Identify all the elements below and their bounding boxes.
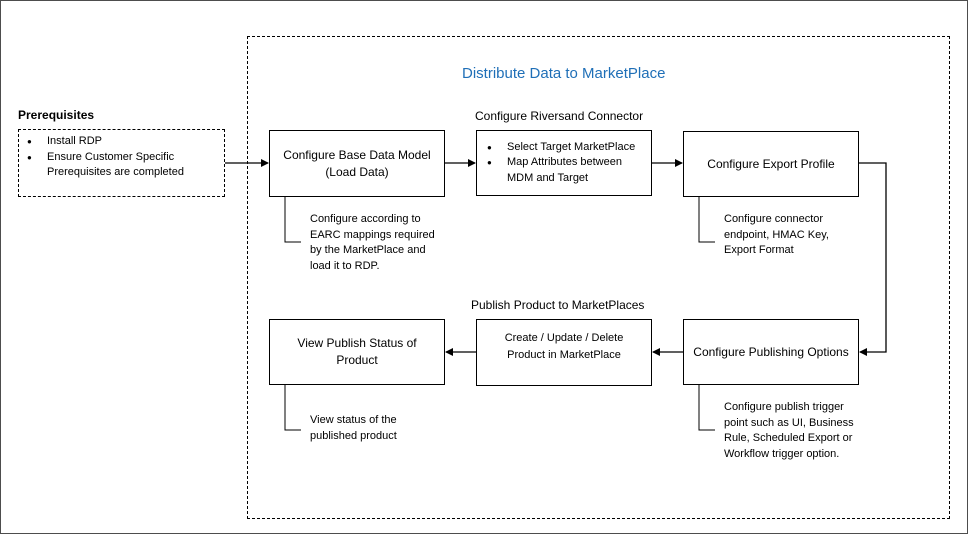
export-profile-note: Configure connector endpoint, HMAC Key, …	[724, 213, 829, 256]
configure-publishing-options-box: Configure Publishing Options	[683, 319, 859, 385]
callout-base-note	[284, 197, 301, 243]
view-status-note: View status of the published product	[310, 414, 397, 442]
prerequisite-item: Install RDP	[25, 134, 218, 150]
diagram-title: Distribute Data to MarketPlace	[462, 65, 666, 82]
prerequisites-list: Install RDP Ensure Customer Specific Pre…	[25, 134, 218, 181]
configure-base-data-model-box: Configure Base Data Model (Load Data)	[269, 130, 445, 197]
arrow-export-to-publishing	[859, 162, 887, 356]
configure-publishing-options-label: Configure Publishing Options	[693, 344, 849, 359]
connector-item: Map Attributes between MDM and Target	[485, 155, 645, 186]
riversand-connector-list: Select Target MarketPlace Map Attributes…	[485, 140, 645, 187]
callout-export-note	[698, 197, 715, 243]
publishing-options-note: Configure publish trigger point such as …	[724, 401, 854, 460]
riversand-connector-heading: Configure Riversand Connector	[475, 109, 644, 123]
riversand-connector-box: Select Target MarketPlace Map Attributes…	[476, 130, 652, 196]
configure-export-profile-box: Configure Export Profile	[683, 131, 859, 197]
create-update-delete-box: Create / Update / Delete Product in Mark…	[476, 319, 652, 386]
configure-base-note: Configure according to EARC mappings req…	[310, 213, 435, 272]
prerequisite-item: Ensure Customer Specific Prerequisites a…	[25, 150, 218, 181]
callout-publishing-note	[698, 385, 715, 431]
view-publish-status-box: View Publish Status of Product	[269, 319, 445, 385]
publish-product-heading: Publish Product to MarketPlaces	[471, 298, 645, 312]
distribute-container	[247, 36, 950, 519]
create-update-delete-label: Create / Update / Delete Product in Mark…	[504, 332, 624, 361]
configure-export-profile-label: Configure Export Profile	[707, 156, 835, 171]
prerequisites-heading: Prerequisites	[18, 108, 95, 122]
prerequisites-box: Install RDP Ensure Customer Specific Pre…	[18, 129, 225, 197]
configure-base-data-model-label: Configure Base Data Model (Load Data)	[283, 147, 431, 179]
view-publish-status-label: View Publish Status of Product	[297, 336, 417, 367]
callout-view-note	[284, 385, 301, 431]
connector-item: Select Target MarketPlace	[485, 140, 645, 156]
